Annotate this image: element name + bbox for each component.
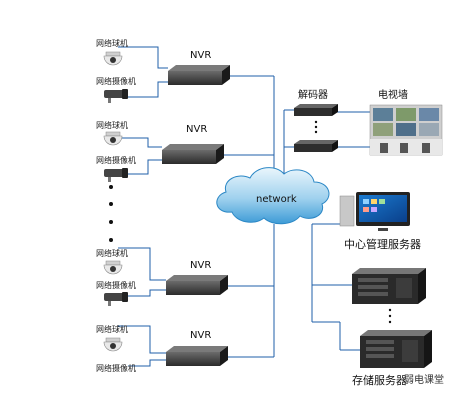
nvr-label: NVR bbox=[190, 260, 212, 271]
network-cloud bbox=[216, 167, 330, 225]
watermark-text: 弱电课堂 bbox=[404, 375, 444, 386]
storage-server-label: 存储服务器 bbox=[352, 374, 407, 387]
nvr-label: NVR bbox=[190, 50, 212, 61]
bullet-camera-label: 网络摄像机 bbox=[96, 77, 136, 86]
dome-camera-icon bbox=[103, 337, 123, 352]
dome-camera-label: 网络球机 bbox=[96, 249, 128, 258]
storage-server-icon bbox=[360, 330, 432, 368]
bullet-camera-icon bbox=[104, 292, 128, 306]
bullet-camera-label: 网络摄像机 bbox=[96, 156, 136, 165]
bullet-camera-label: 网络摄像机 bbox=[96, 281, 136, 290]
dome-camera-icon bbox=[103, 260, 123, 275]
dome-camera-label: 网络球机 bbox=[96, 121, 128, 130]
nvr-device bbox=[168, 65, 230, 85]
dome-camera-label: 网络球机 bbox=[96, 39, 128, 48]
decoder-label: 解码器 bbox=[298, 90, 328, 101]
ellipsis-dots-storage bbox=[388, 308, 392, 324]
management-server-label: 中心管理服务器 bbox=[344, 238, 421, 251]
nvr-device bbox=[166, 275, 228, 295]
tv-wall bbox=[369, 104, 443, 156]
ellipsis-dots-decoder bbox=[314, 120, 318, 134]
connection-lines bbox=[118, 46, 370, 367]
bullet-camera-icon bbox=[104, 89, 128, 103]
nvr-device bbox=[162, 144, 224, 164]
dome-camera-icon bbox=[103, 51, 123, 66]
tv-wall-label: 电视墙 bbox=[378, 90, 408, 101]
dome-camera-label: 网络球机 bbox=[96, 325, 128, 334]
decoder-device bbox=[294, 140, 338, 152]
ellipsis-dots-left bbox=[109, 185, 113, 242]
dome-camera-icon bbox=[103, 131, 123, 146]
nvr-label: NVR bbox=[186, 124, 208, 135]
storage-server-icon bbox=[352, 268, 426, 304]
bullet-camera-icon bbox=[104, 168, 128, 182]
nvr-device bbox=[166, 346, 228, 366]
nvr-label: NVR bbox=[190, 330, 212, 341]
bullet-camera-label: 网络摄像机 bbox=[96, 364, 136, 373]
decoder-device bbox=[294, 104, 338, 116]
network-label: network bbox=[256, 194, 297, 205]
management-server-icon bbox=[339, 192, 410, 231]
